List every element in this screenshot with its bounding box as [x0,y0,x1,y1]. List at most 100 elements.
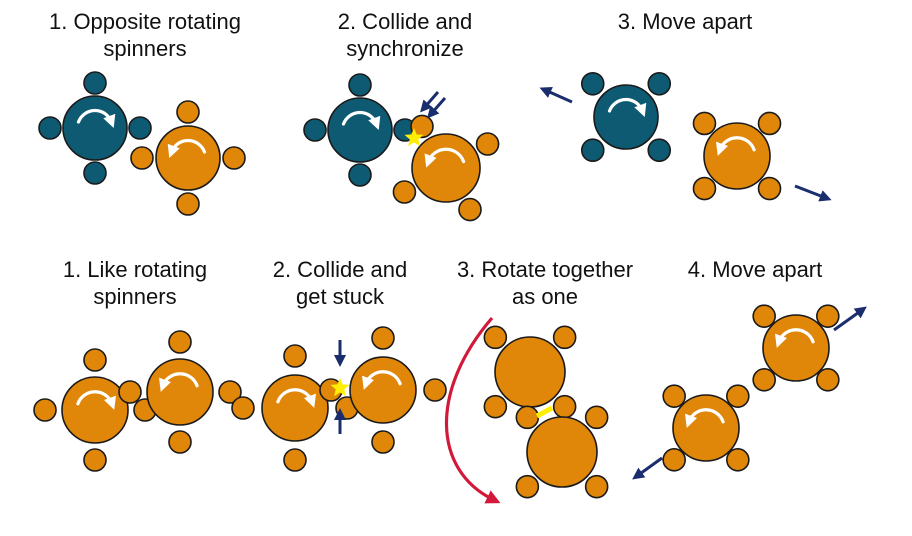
clockwise-arrow-icon [341,111,381,130]
caption-top-1: 1. Opposite rotating spinners [48,9,241,61]
spinner-lobe [584,474,609,499]
spinner-lobe [475,132,500,156]
orange-spinner [33,348,157,472]
spark-icon [404,128,424,147]
teal-spinner [38,71,152,185]
spinner-lobe [130,146,154,170]
orange-spinner [752,304,840,392]
counterclockwise-arrow-icon [167,139,207,158]
spinner-body [327,97,393,163]
spinner-lobe [83,448,107,472]
clockwise-arrow-icon [607,98,647,117]
spinner-lobe [83,161,107,185]
spinner-lobe [83,348,107,372]
rotation-arrow-icon [444,316,501,504]
spinner-lobe [83,71,107,95]
spinner-body [703,122,771,190]
spinner-lobe [168,330,192,354]
orange-spinner [118,330,242,454]
orange-spinner [231,344,359,472]
spinner-lobe [662,384,686,408]
caption-top-3: 3. Move apart [617,9,753,34]
spinner-lobe [38,116,62,140]
spinner-lobe [515,474,540,499]
orange-spinner [319,326,447,454]
spinner-body [526,416,598,488]
spinner-lobe [483,325,508,350]
caption-top-2: 2. Collide and synchronize [337,9,473,61]
move-apart-arrow-icon [539,86,573,104]
spinner-lobe [222,146,246,170]
spinner-lobe [118,380,142,404]
spinner-lobe [303,118,327,142]
move-apart-arrow-icon [833,306,867,332]
spinner-lobe [371,326,395,350]
caption-bottom-2: 2. Collide and get stuck [272,257,408,309]
spinner-lobe [726,384,750,408]
spinner-lobe [647,138,672,163]
spinner-body [261,374,329,442]
counterclockwise-arrow-icon [716,136,756,156]
spinner-body [146,358,214,426]
orange-spinner [483,325,577,419]
spinner-lobe [176,192,200,216]
orange-spinner [692,111,782,201]
teal-spinner [303,73,417,187]
spinner-lobe [283,344,307,368]
spinner-lobe [371,430,395,454]
collision-arrow-icon [427,97,447,119]
spinner-body [672,394,740,462]
spinner-lobe [816,368,840,392]
caption-bottom-3: 3. Rotate together as one [456,257,634,309]
spinner-lobe [33,398,57,422]
spinner-lobe [410,114,434,139]
clockwise-arrow-icon [276,388,316,408]
spinner-lobe [584,405,609,430]
counterclockwise-arrow-icon [685,408,725,428]
spinner-lobe [423,378,447,402]
spinner-body [349,356,417,424]
spinner-lobe [283,448,307,472]
spinner-lobe [176,100,200,124]
joint-spark-icon [535,405,554,419]
spark-icon [330,378,350,397]
spinner-body [762,314,830,382]
spinner-lobe [515,405,540,430]
spinner-lobe [580,138,605,163]
counterclockwise-arrow-icon [159,372,199,392]
spinner-lobe [552,394,577,419]
spinner-lobe [662,448,686,472]
orange-spinner [515,405,609,499]
caption-bottom-4: 4. Move apart [687,257,823,282]
spinner-body [61,376,129,444]
spinner-lobe [692,111,717,136]
spinner-lobe [128,116,152,140]
caption-bottom-1: 1. Like rotating spinners [62,257,208,309]
spinner-lobe [580,71,605,96]
collision-arrow-icon [420,91,440,113]
spinner-lobe [757,176,782,201]
spinner-body [62,95,128,161]
spinner-lobe [483,394,508,419]
spinner-body [155,125,221,191]
spinner-lobe [218,380,242,404]
clockwise-arrow-icon [76,390,116,410]
orange-spinner [392,114,500,222]
move-apart-arrow-icon [794,184,832,202]
clockwise-arrow-icon [76,109,116,128]
orange-spinner [662,384,750,472]
spinner-lobe [392,180,417,204]
spinner-lobe [752,368,776,392]
spinner-lobe [552,325,577,350]
orange-spinner [130,100,246,216]
spinner-lobe [816,304,840,328]
move-apart-arrow-icon [632,456,663,480]
spinner-lobe [692,176,717,201]
spinner-lobe [231,396,255,420]
spinner-lobe [348,73,372,97]
spinner-body [593,84,659,150]
spinner-body [411,133,481,203]
spinner-lobe [757,111,782,136]
